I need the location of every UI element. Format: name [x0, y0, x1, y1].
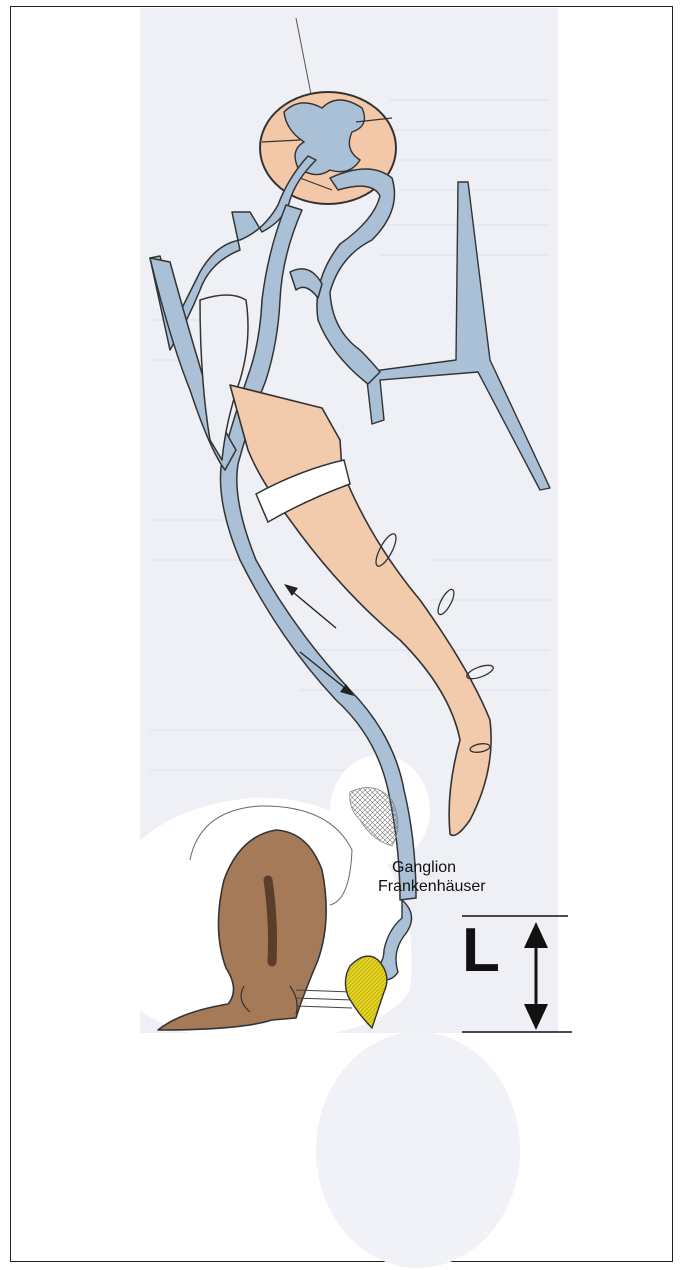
- length-label: L: [462, 920, 500, 982]
- ganglion-label-line1: Ganglion: [378, 858, 528, 877]
- ganglion-label-line2: Frankenhäuser: [378, 877, 528, 896]
- bladder-shadow: [316, 1032, 520, 1268]
- ganglion-label: Ganglion Frankenhäuser: [378, 858, 528, 896]
